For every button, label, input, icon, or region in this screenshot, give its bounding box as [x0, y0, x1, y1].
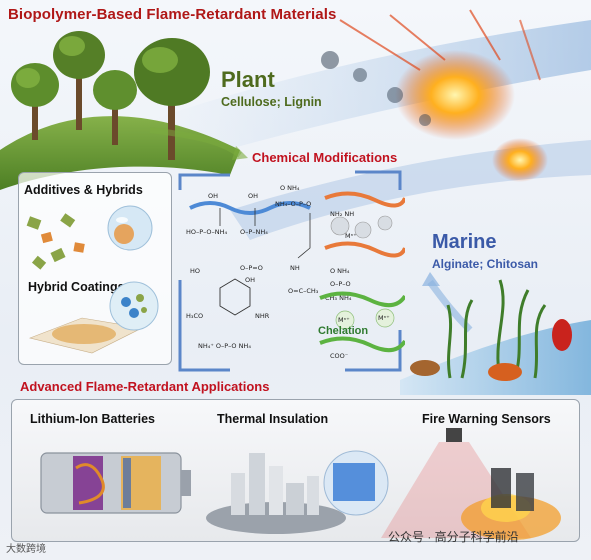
additive-particles	[26, 213, 85, 270]
application-label-insulation: Thermal Insulation	[217, 412, 329, 426]
orange-chain	[324, 191, 405, 208]
svg-text:NH₂ NH: NH₂ NH	[330, 210, 354, 218]
chelation-label: Chelation	[318, 325, 369, 337]
svg-text:Mⁿ⁺: Mⁿ⁺	[378, 314, 390, 322]
fire-sensor-icon	[381, 428, 561, 540]
svg-text:O–P–NH₄: O–P–NH₄	[240, 228, 268, 236]
lignin-ring	[219, 278, 251, 316]
trees	[11, 31, 210, 160]
application-illustrations	[40, 428, 561, 540]
application-label-batteries: Lithium-Ion Batteries	[30, 412, 156, 426]
battery-icon	[40, 452, 191, 514]
chemical-structures: OH HO–P–O–NH₄ O–P–NH₄ OH O NH₄ NH₄–O–P–O…	[186, 184, 405, 360]
svg-text:OH: OH	[248, 192, 258, 200]
left-panel-illustrations	[26, 205, 159, 354]
svg-text:O–P–O: O–P–O	[330, 280, 351, 288]
svg-text:Mⁿ⁺: Mⁿ⁺	[345, 232, 357, 240]
plant-heading: Plant	[221, 67, 275, 92]
svg-text:COO⁻: COO⁻	[330, 352, 348, 360]
svg-text:HO–P–O–NH₄: HO–P–O–NH₄	[186, 228, 228, 236]
lobster-icon	[552, 319, 572, 351]
svg-text:O=C–CH₃: O=C–CH₃	[288, 287, 319, 295]
svg-text:NH₄–O–P–O: NH₄–O–P–O	[275, 200, 311, 208]
plant-subtitle: Cellulose; Lignin	[221, 95, 322, 109]
watermark-right: 公众号 · 高分子科学前沿	[388, 530, 519, 544]
svg-text:OH: OH	[245, 276, 255, 284]
sea	[400, 320, 591, 395]
svg-text:O NH₄: O NH₄	[330, 267, 350, 275]
svg-text:H₃CO: H₃CO	[186, 312, 203, 320]
svg-text:HO: HO	[190, 267, 200, 275]
applications-heading: Advanced Flame-Retardant Applications	[20, 379, 270, 394]
chem-frame	[178, 170, 402, 372]
hybrid-coatings-label: Hybrid Coatings	[28, 280, 125, 294]
marine-heading: Marine	[432, 231, 497, 253]
city-icon	[206, 453, 346, 534]
svg-text:CH₃ NH₄: CH₃ NH₄	[325, 294, 352, 302]
chemical-modifications-label: Chemical Modifications	[252, 150, 398, 165]
alginate-chain	[319, 291, 405, 308]
figure-title: Biopolymer-Based Flame-Retardant Materia…	[8, 6, 337, 23]
svg-text:NH₄⁺ O–P–O NH₄: NH₄⁺ O–P–O NH₄	[198, 342, 251, 350]
watermark-left: 大数跨境	[6, 544, 46, 555]
fire-meteors	[321, 9, 548, 182]
crab-icon	[410, 360, 440, 376]
crab-icon-2	[488, 363, 522, 381]
application-label-sensors: Fire Warning Sensors	[422, 412, 551, 426]
coating-sphere	[109, 281, 159, 331]
plant-arrow	[149, 127, 242, 158]
svg-text:NH: NH	[290, 264, 300, 272]
svg-text:O NH₄: O NH₄	[280, 184, 300, 192]
additives-hybrids-label: Additives & Hybrids	[24, 183, 143, 197]
marine-subtitle: Alginate; Chitosan	[432, 257, 539, 271]
svg-text:Mⁿ⁺: Mⁿ⁺	[338, 316, 350, 324]
svg-text:OH: OH	[208, 192, 218, 200]
cellulose-chain	[189, 201, 311, 215]
svg-text:O–P=O: O–P=O	[240, 264, 263, 272]
svg-text:NHR: NHR	[255, 312, 270, 320]
